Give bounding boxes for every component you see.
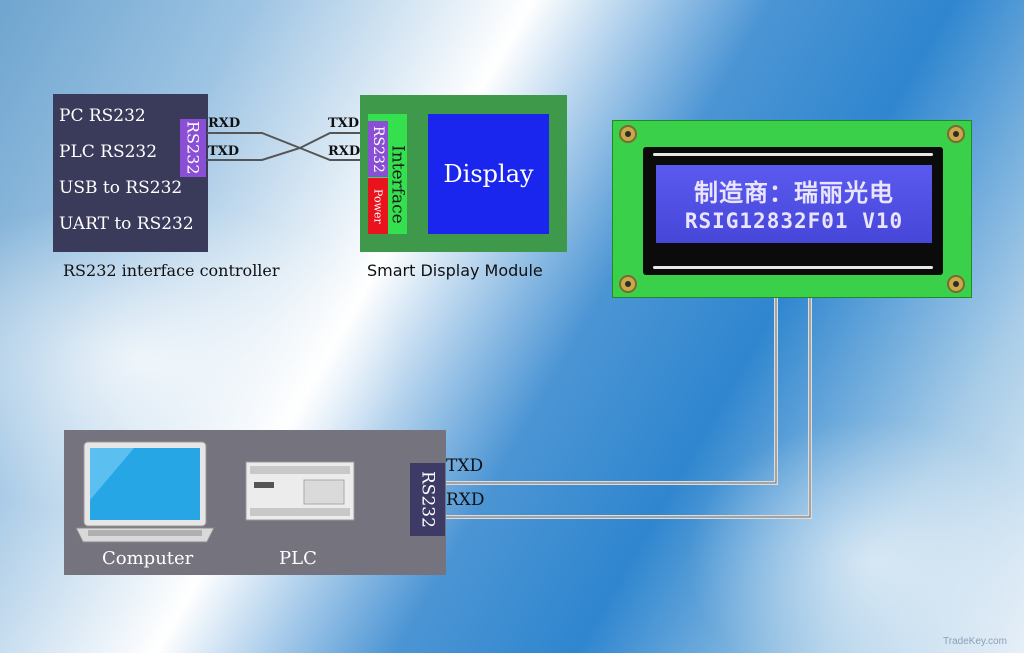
power-label: Power <box>371 188 385 224</box>
module-signal-rxd: RXD <box>328 144 361 159</box>
host-rs232-port: RS232 <box>410 463 445 536</box>
controller-signal-rxd: RXD <box>208 116 241 131</box>
module-rs232-port: RS232 <box>368 121 388 177</box>
bezel-bar <box>653 153 933 156</box>
interface-block: Interface RS232 Power <box>368 114 408 234</box>
mounting-hole <box>619 275 637 293</box>
controller-item-pc-rs232: PC RS232 <box>59 106 146 126</box>
host-devices-box: Computer PLC <box>64 430 446 575</box>
controller-signal-txd: TXD <box>208 144 240 159</box>
display-block: Display <box>428 114 549 234</box>
controller-caption: RS232 interface controller <box>63 261 280 280</box>
host-signal-txd: TXD <box>446 456 484 476</box>
module-signal-txd: TXD <box>328 116 360 131</box>
mounting-hole <box>947 125 965 143</box>
smart-display-module: Interface RS232 Power Display <box>360 95 567 252</box>
lcd-module-photo: 制造商：瑞丽光电 RSIG12832F01 V10 <box>612 120 972 298</box>
computer-label: Computer <box>102 548 194 569</box>
controller-rs232-port: RS232 <box>180 119 206 177</box>
mounting-hole <box>947 275 965 293</box>
lcd-screen: 制造商：瑞丽光电 RSIG12832F01 V10 <box>656 165 932 243</box>
plc-icon <box>245 461 355 521</box>
host-signal-rxd: RXD <box>446 490 485 510</box>
controller-item-plc-rs232: PLC RS232 <box>59 142 158 162</box>
module-caption: Smart Display Module <box>367 261 543 280</box>
crossover-cable <box>207 132 360 161</box>
lcd-cable <box>444 298 812 519</box>
lcd-line-1: 制造商：瑞丽光电 <box>694 179 894 207</box>
power-block: Power <box>368 178 388 234</box>
interface-label: Interface <box>387 144 408 224</box>
mounting-hole <box>619 125 637 143</box>
laptop-icon <box>75 441 215 543</box>
controller-item-uart-to-rs232: UART to RS232 <box>59 214 194 234</box>
lcd-line-2: RSIG12832F01 V10 <box>684 209 904 233</box>
plc-label: PLC <box>279 548 317 569</box>
bezel-bar <box>653 266 933 269</box>
controller-item-usb-to-rs232: USB to RS232 <box>59 178 183 198</box>
watermark: TradeKey.com <box>943 636 1007 647</box>
